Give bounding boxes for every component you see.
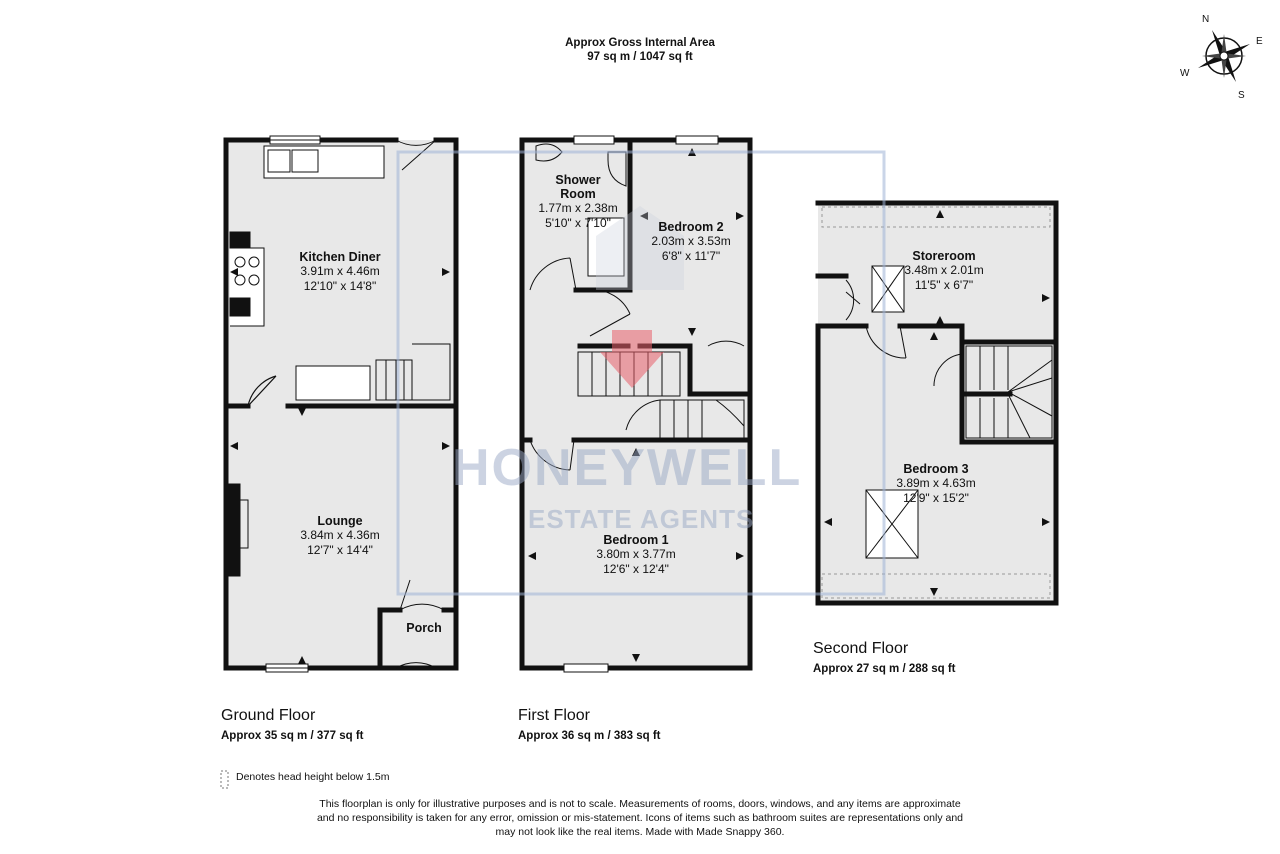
watermark — [396, 150, 886, 596]
gross-area-title: Approx Gross Internal Area — [565, 37, 715, 49]
floor-fills — [226, 140, 1054, 668]
room-metric: 3.89m x 4.63m — [896, 476, 976, 490]
room-bedroom-3: Bedroom 3 3.89m x 4.63m 12'9" x 15'2" — [866, 462, 1006, 506]
room-bedroom-2: Bedroom 2 2.03m x 3.53m 6'8" x 11'7" — [636, 220, 746, 264]
room-metric: 2.03m x 3.53m — [651, 234, 731, 248]
room-imperial: 12'6" x 12'4" — [603, 562, 669, 576]
ground-floor-label: Ground Floor — [221, 707, 316, 724]
watermark-brand: HONEYWELL — [452, 439, 803, 497]
room-metric: 3.48m x 2.01m — [904, 263, 984, 277]
first-floor-fill — [522, 140, 750, 668]
gross-area-value: 97 sq m / 1047 sq ft — [587, 51, 693, 63]
ground-floor-walls — [223, 137, 459, 671]
ground-floor-details — [227, 135, 451, 673]
compass-e: E — [1256, 36, 1263, 47]
room-bedroom-1: Bedroom 1 3.80m x 3.77m 12'6" x 12'4" — [566, 533, 706, 577]
room-imperial: 5'10" x 7'10" — [545, 216, 611, 230]
watermark-tagline: ESTATE AGENTS — [528, 504, 755, 534]
room-name: Storeroom — [912, 249, 976, 263]
disclaimer-line-2: and no responsibility is taken for any e… — [316, 812, 964, 824]
second-floor-fill — [818, 205, 1054, 603]
room-imperial: 12'9" x 15'2" — [903, 491, 969, 505]
second-floor-label: Second Floor — [813, 640, 909, 657]
compass-rose — [1198, 30, 1250, 82]
room-imperial: 12'7" x 14'4" — [307, 543, 373, 557]
room-imperial: 12'10" x 14'8" — [303, 279, 377, 293]
disclaimer: This floorplan is only for illustrative … — [290, 797, 990, 839]
room-metric: 3.91m x 4.46m — [300, 264, 380, 278]
room-imperial: 11'5" x 6'7" — [914, 278, 974, 292]
room-metric: 3.80m x 3.77m — [596, 547, 676, 561]
head-height-legend-icon — [220, 770, 229, 789]
room-name: Shower — [555, 173, 601, 187]
room-kitchen-diner: Kitchen Diner 3.91m x 4.46m 12'10" x 14'… — [270, 250, 410, 294]
first-floor-details — [529, 135, 745, 673]
room-name: Lounge — [317, 514, 363, 528]
measurement-arrows — [230, 148, 1050, 664]
compass-n: N — [1202, 14, 1210, 25]
ground-floor-area: Approx 35 sq m / 377 sq ft — [221, 730, 364, 742]
room-name: Bedroom 3 — [903, 462, 969, 476]
room-storeroom: Storeroom 3.48m x 2.01m 11'5" x 6'7" — [874, 249, 1014, 293]
room-imperial: 6'8" x 11'7" — [661, 249, 721, 263]
head-height-legend-text: Denotes head height below 1.5m — [236, 771, 390, 783]
room-name: Bedroom 2 — [658, 220, 724, 234]
first-floor-label: First Floor — [518, 707, 590, 724]
first-floor-area: Approx 36 sq m / 383 sq ft — [518, 730, 661, 742]
disclaimer-line-3: may not look like the real items. Made w… — [495, 826, 785, 838]
room-porch: Porch — [406, 621, 442, 635]
room-shower-room: Shower Room 1.77m x 2.38m 5'10" x 7'10" — [530, 173, 626, 231]
disclaimer-line-1: This floorplan is only for illustrative … — [319, 798, 961, 810]
second-floor-area: Approx 27 sq m / 288 sq ft — [813, 663, 956, 675]
compass-s: S — [1238, 90, 1245, 101]
room-name-line2: Room — [560, 187, 596, 201]
room-metric: 3.84m x 4.36m — [300, 528, 380, 542]
second-floor-details — [821, 206, 1053, 599]
room-lounge: Lounge 3.84m x 4.36m 12'7" x 14'4" — [270, 514, 410, 558]
second-floor-walls — [815, 200, 1059, 606]
room-metric: 1.77m x 2.38m — [538, 201, 618, 215]
room-name: Bedroom 1 — [603, 533, 669, 547]
compass-w: W — [1180, 68, 1190, 79]
room-name: Kitchen Diner — [299, 250, 381, 264]
